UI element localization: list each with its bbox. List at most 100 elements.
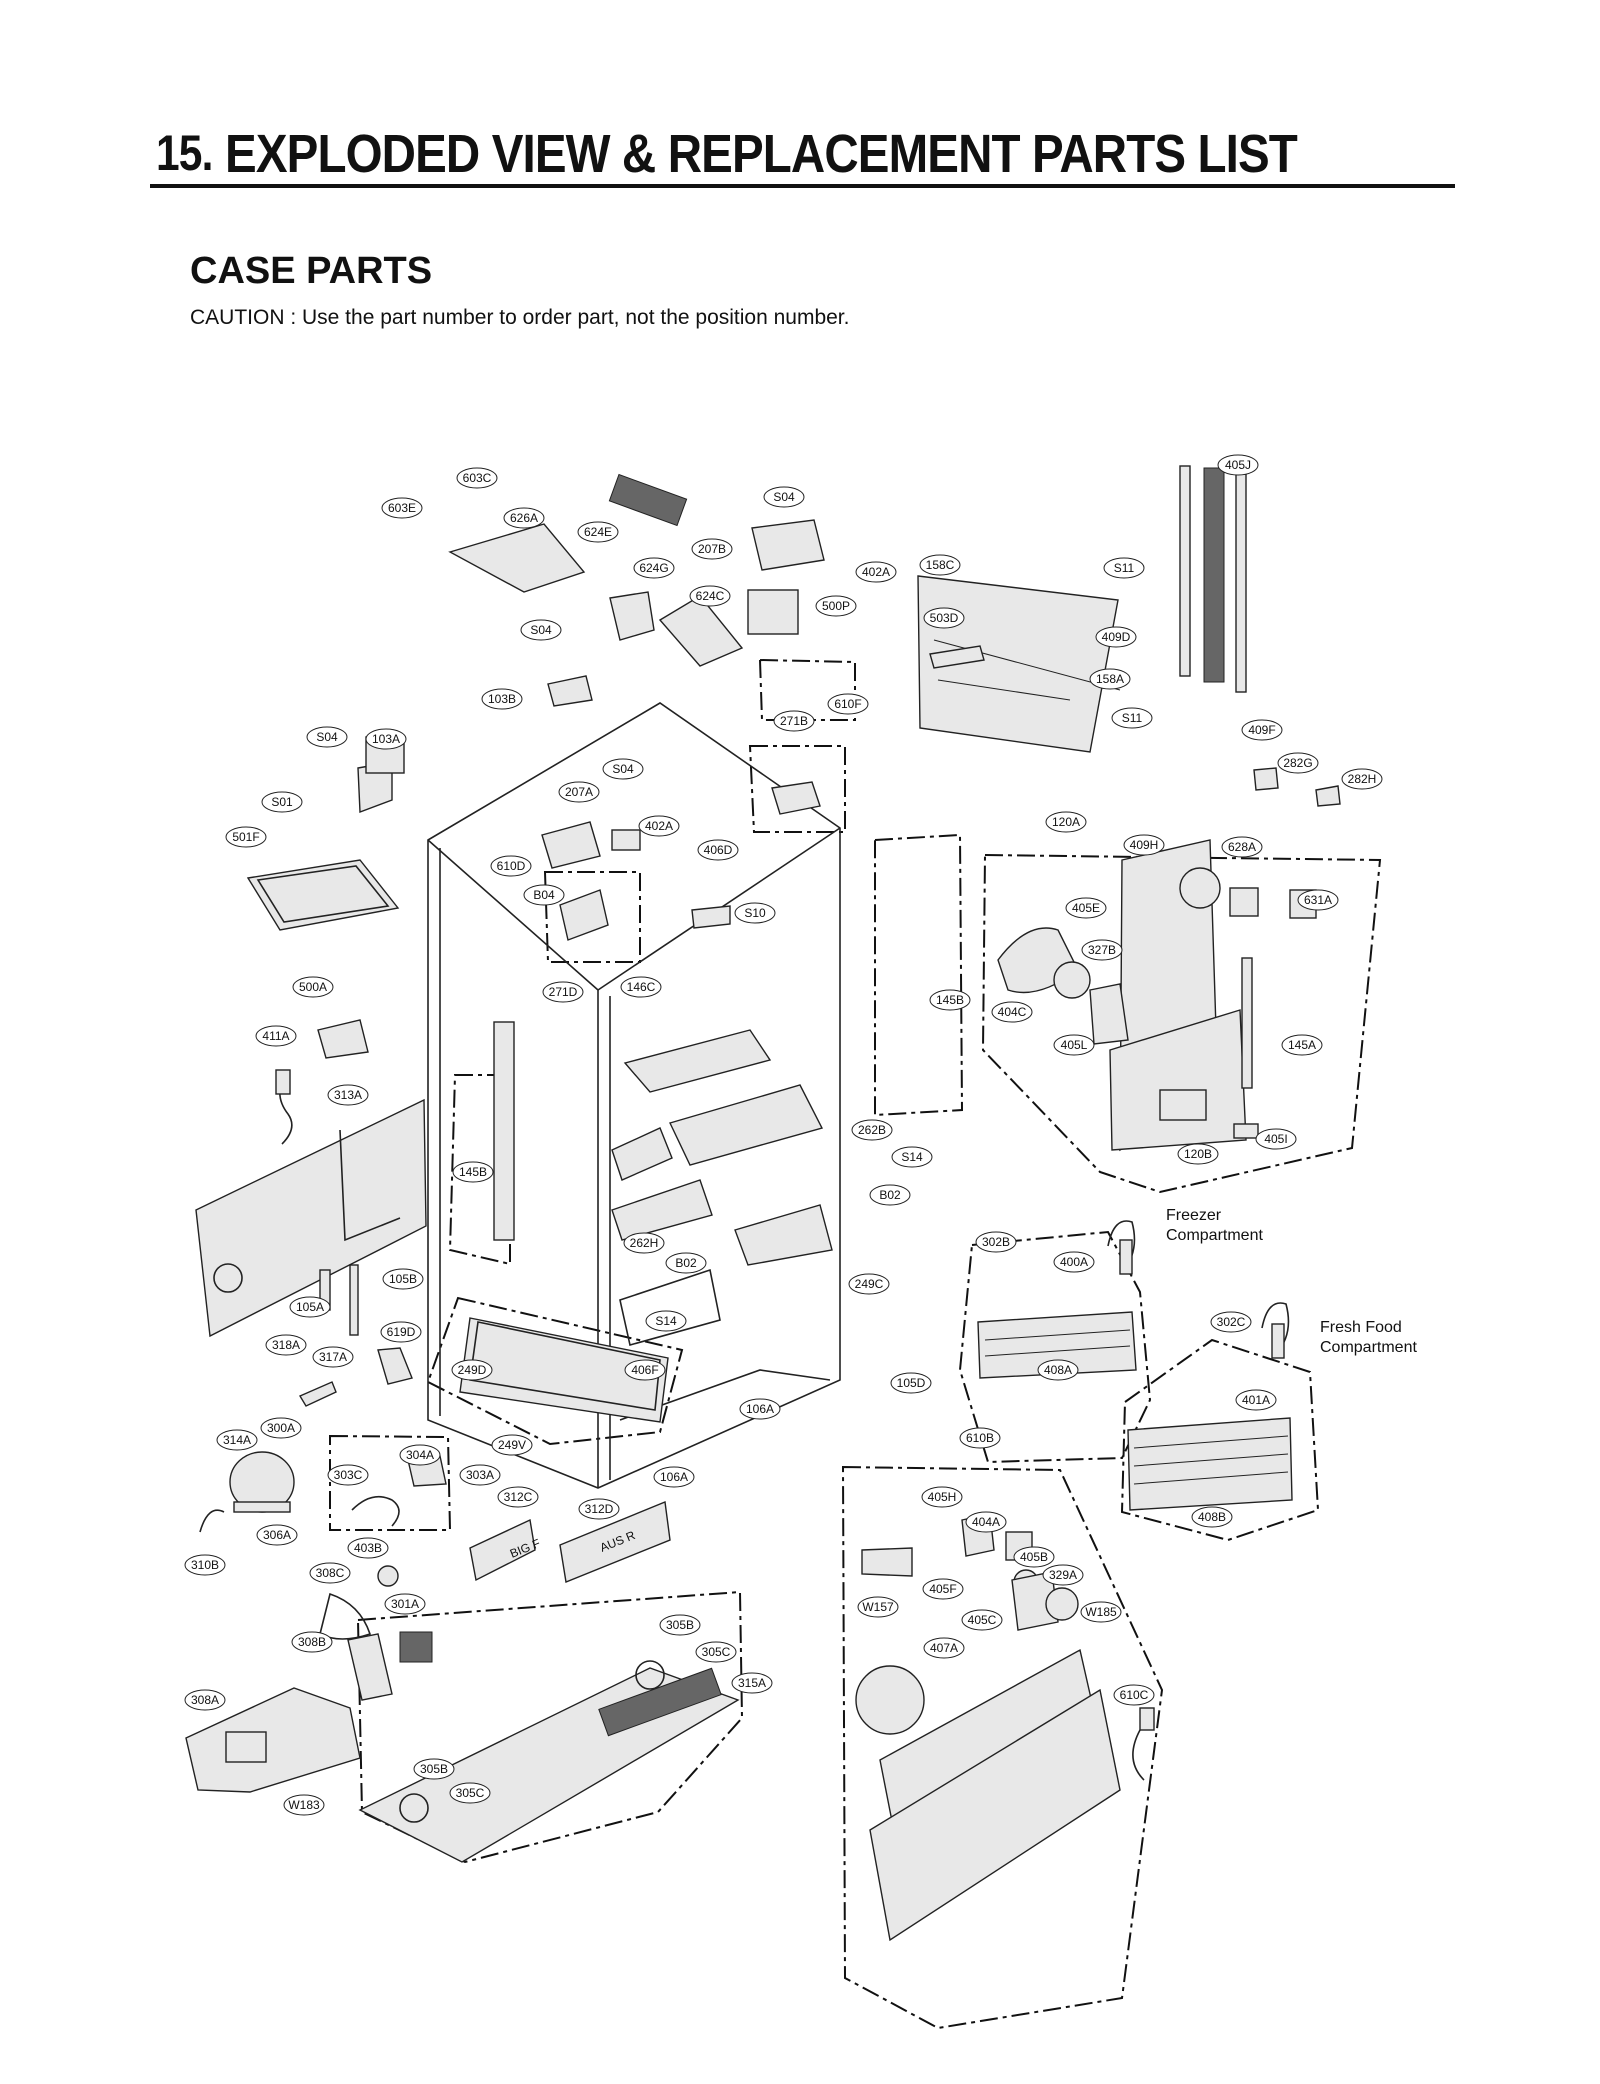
callout-label: 158C (926, 558, 955, 572)
callout-329a: 329A (1042, 1564, 1084, 1586)
callout-300a: 300A (260, 1417, 302, 1439)
callout-bubbles: 603C603E626A624ES04207B402A624G624C500P1… (184, 454, 1383, 1816)
callout-bubble (623, 1232, 665, 1254)
top-parts (365, 473, 825, 941)
callout-310b: 310B (184, 1554, 226, 1576)
callout-label: 402A (862, 565, 890, 579)
callout-305c: 305C (695, 1641, 737, 1663)
callout-bubble (384, 1593, 426, 1615)
callout-label: 308B (298, 1635, 326, 1649)
callout-bubble (327, 1084, 369, 1106)
callout-bubble (1277, 752, 1319, 774)
callout-s01: S01 (261, 791, 303, 813)
callout-bubble (184, 1689, 226, 1711)
callout-label: 120A (1052, 815, 1080, 829)
callout-label: 624G (639, 561, 668, 575)
callout-bubble (633, 557, 675, 579)
callout-bubble (306, 726, 348, 748)
callout-bubble (1037, 1359, 1079, 1381)
callout-408b: 408B (1191, 1506, 1233, 1528)
callout-262b: 262B (851, 1119, 893, 1141)
callout-bubble (1297, 889, 1339, 911)
callout-s14: S14 (645, 1310, 687, 1332)
title-underline (150, 184, 1455, 188)
callout-label: S14 (655, 1314, 677, 1328)
base-pan (358, 1660, 740, 1863)
callout-bubble (961, 1609, 1003, 1631)
callout-label: B02 (675, 1256, 697, 1270)
callout-626a: 626A (503, 507, 545, 529)
callout-label: S11 (1122, 711, 1143, 725)
callout-501f: 501F (225, 826, 267, 848)
callout-bubble (577, 521, 619, 543)
callout-bubble (1123, 834, 1165, 856)
callout-bubble (731, 1672, 773, 1694)
callout-label: 105B (389, 1272, 417, 1286)
callout-label: 312C (504, 1490, 533, 1504)
callout-400a: 400A (1053, 1251, 1095, 1273)
callout-label: 404A (972, 1515, 1000, 1529)
callout-label: 302B (982, 1235, 1010, 1249)
callout-312d: 312D (578, 1498, 620, 1520)
callout-610f: 610F (827, 693, 869, 715)
callout-bubble (365, 728, 407, 750)
callout-bubble (542, 981, 584, 1003)
callout-313a: 313A (327, 1084, 369, 1106)
callout-bubble (291, 1631, 333, 1653)
callout-610b: 610B (959, 1427, 1001, 1449)
callout-405j: 405J (1217, 454, 1259, 476)
callout-327b: 327B (1081, 939, 1123, 961)
callout-405b: 405B (1013, 1546, 1055, 1568)
callout-bubble (1053, 1251, 1095, 1273)
callout-label: 282G (1283, 756, 1312, 770)
callout-label: 406D (704, 843, 733, 857)
callout-305c: 305C (449, 1782, 491, 1804)
callout-label: 408A (1044, 1363, 1072, 1377)
callout-500a: 500A (292, 976, 334, 998)
callout-label: S10 (744, 906, 766, 920)
callout-619d: 619D (380, 1321, 422, 1343)
callout-624e: 624E (577, 521, 619, 543)
callout-249c: 249C (848, 1273, 890, 1295)
callout-label: 405E (1072, 901, 1100, 915)
callout-label: 146C (627, 980, 656, 994)
callout-label: 301A (391, 1597, 419, 1611)
callout-label: 327B (1088, 943, 1116, 957)
callout-407a: 407A (923, 1637, 965, 1659)
callout-bubble (1053, 1034, 1095, 1056)
callout-bubble (309, 1562, 351, 1584)
callout-label: 271B (780, 714, 808, 728)
callout-bubble (921, 1486, 963, 1508)
callout-label: B04 (533, 888, 555, 902)
callout-b04: B04 (523, 884, 565, 906)
callout-bubble (975, 1231, 1017, 1253)
callout-bubble (558, 781, 600, 803)
callout-label: 106A (660, 1470, 688, 1484)
callout-282g: 282G (1277, 752, 1319, 774)
callout-301a: 301A (384, 1593, 426, 1615)
callout-label: 305C (702, 1645, 731, 1659)
callout-bubble (965, 1511, 1007, 1533)
callout-bubble (1042, 1564, 1084, 1586)
callout-249v: 249V (491, 1434, 533, 1456)
callout-label: 305C (456, 1786, 485, 1800)
fresh-caption-line1: Fresh Food (1320, 1319, 1402, 1336)
callout-label: 306A (263, 1528, 291, 1542)
callout-label: 105A (296, 1300, 324, 1314)
callout-label: B02 (879, 1188, 901, 1202)
callout-bubble (1080, 1601, 1122, 1623)
callout-bubble (848, 1273, 890, 1295)
callout-label: 409D (1102, 630, 1131, 644)
callout-145a: 145A (1281, 1034, 1323, 1056)
callout-bubble (452, 1161, 494, 1183)
callout-label: 120B (1184, 1147, 1212, 1161)
callout-label: 626A (510, 511, 538, 525)
callout-label: 105D (897, 1376, 926, 1390)
callout-411a: 411A (255, 1025, 297, 1047)
callout-603e: 603E (381, 497, 423, 519)
callout-bubble (1221, 836, 1263, 858)
callout-bubble (1281, 1034, 1323, 1056)
callout-145b: 145B (452, 1161, 494, 1183)
callout-bubble (256, 1524, 298, 1546)
callout-bubble (216, 1429, 258, 1451)
